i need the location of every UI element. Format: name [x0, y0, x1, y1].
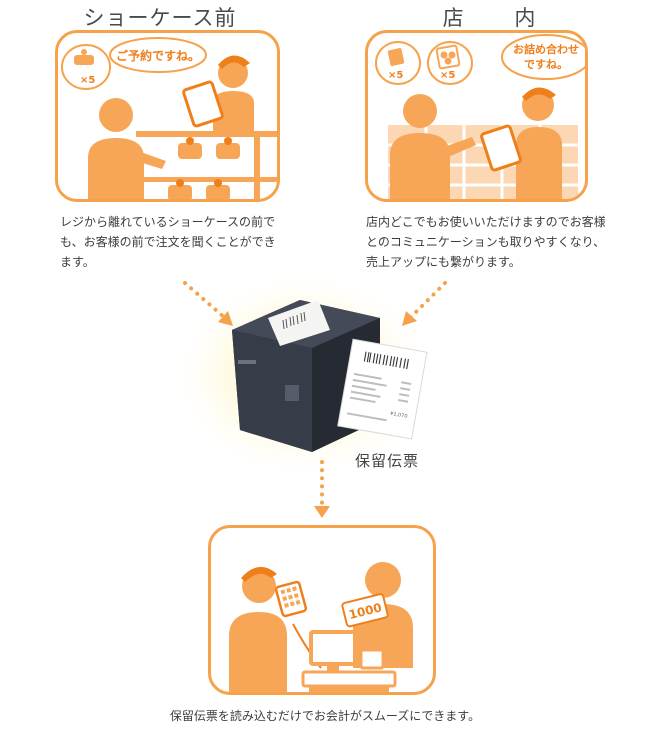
arrow-right-head	[402, 311, 417, 326]
customer-figure	[390, 94, 476, 199]
register-illustration: 1000	[229, 562, 413, 692]
printer-button	[285, 385, 299, 401]
price-sign: 1000	[341, 593, 389, 628]
order-bubble	[61, 44, 111, 90]
receipt-slip: ¥1,070	[337, 338, 428, 440]
tablet-icon	[480, 124, 522, 172]
store-panel: ×5 ×5 お詰め合わせ ですね。	[365, 30, 588, 202]
store-illustration: ×5 ×5 お詰め合わせ ですね。	[375, 34, 585, 199]
speech-text: ご予約ですね。	[116, 48, 200, 63]
cash-register	[301, 630, 397, 692]
barcode	[363, 351, 409, 370]
scanner-icon	[274, 580, 308, 618]
printer-illustration: ¥1,070	[170, 270, 447, 518]
arrow-right	[408, 281, 447, 320]
speech-text-line2: ですね。	[524, 58, 568, 71]
register-panel: 1000	[208, 525, 436, 695]
cake-icon	[168, 137, 240, 199]
cake-icon	[74, 49, 94, 65]
speech-bubble	[501, 34, 585, 80]
box-icon	[387, 48, 405, 66]
staff-figure	[213, 55, 254, 133]
showcase-illustration: ×5 ご予約ですね。	[61, 37, 277, 199]
slip-label: 保留伝票	[355, 452, 420, 470]
customer-figure	[88, 98, 166, 199]
showcase-description: レジから離れているショーケースの前でも、お客様の前で注文を聞くことができます。	[60, 215, 276, 269]
staff-figure	[516, 87, 562, 199]
assortment-icon	[435, 44, 461, 70]
store-description: 店内どこでもお使いいただけますのでお客様とのコミュニケーションも取りやすくなり、…	[366, 215, 606, 269]
arrow-left-head	[218, 311, 233, 326]
printed-paper	[268, 300, 330, 346]
register-description: 保留伝票を読み込むだけでお会計がスムーズにできます。	[169, 709, 481, 723]
order-count: ×5	[80, 75, 95, 86]
arrow-left	[183, 281, 227, 320]
speech-bubble	[109, 37, 207, 73]
showcase-counter	[136, 131, 277, 199]
tablet-icon	[182, 80, 224, 128]
arrow-down-head	[314, 506, 330, 518]
order-count-1: ×5	[388, 70, 403, 81]
showcase-heading: ショーケース前	[83, 6, 237, 30]
printer-badge	[238, 360, 256, 364]
staff-figure	[229, 566, 287, 692]
order-count-2: ×5	[440, 70, 455, 81]
showcase-panel: ×5 ご予約ですね。	[55, 30, 280, 202]
store-heading: 店 内	[442, 6, 558, 30]
speech-text-line1: お詰め合わせ	[513, 42, 579, 56]
receipt-total: ¥1,070	[390, 411, 408, 420]
